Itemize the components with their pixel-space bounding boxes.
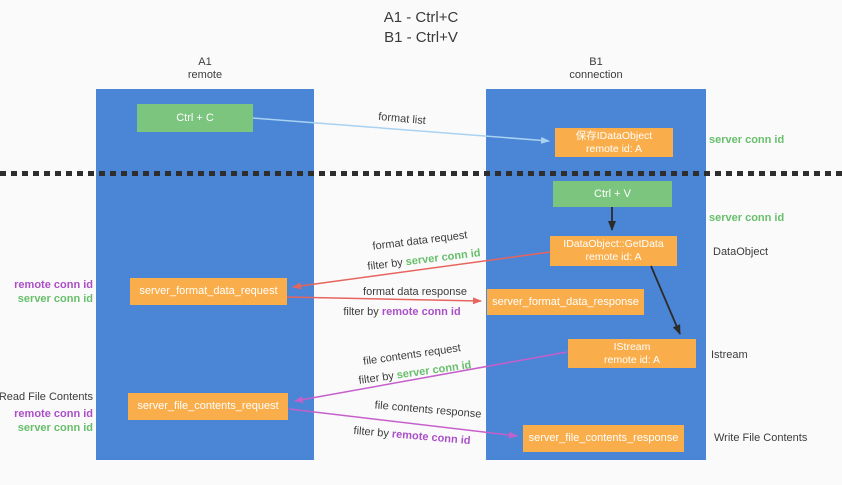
- ctrl-v-label: Ctrl + V: [594, 187, 631, 200]
- lane-header-b1: B1 connection: [486, 56, 706, 82]
- lane-b1-subtitle: connection: [569, 69, 623, 81]
- label-server-conn-id-fmt: server conn id: [17, 293, 93, 305]
- file-response-label: server_file_contents_response: [528, 432, 679, 444]
- label-server-conn-id-file: server conn id: [17, 422, 93, 434]
- label-remote-conn-id-fmt: remote conn id: [14, 279, 93, 291]
- ctrl-c-label: Ctrl + C: [176, 111, 214, 124]
- getdata-line2: remote id: A: [585, 251, 642, 263]
- server-file-contents-response-box: server_file_contents_response: [523, 425, 684, 452]
- istream-line1: IStream: [613, 340, 651, 353]
- diagram-title: A1 - Ctrl+C B1 - Ctrl+V: [0, 8, 842, 48]
- getdata-line1: IDataObject::GetData: [563, 238, 664, 250]
- remote-conn-id-text: remote conn id: [391, 428, 471, 448]
- ctrl-v-box: Ctrl + V: [553, 181, 672, 207]
- idataobject-getdata-box: IDataObject::GetData remote id: A: [550, 236, 677, 266]
- label-write-file-contents: Write File Contents: [714, 432, 808, 444]
- label-server-conn-id-mid: server conn id: [709, 212, 785, 224]
- lane-a1-name: A1: [198, 56, 212, 68]
- lane-header-a1: A1 remote: [96, 56, 314, 82]
- filter-by-text: filter by: [366, 256, 407, 273]
- label-remote-conn-id-file: remote conn id: [14, 408, 93, 420]
- format-conn-id-group: remote conn id server conn id: [14, 278, 93, 306]
- format-request-label: server_format_data_request: [139, 285, 278, 297]
- filter-by-text: filter by: [343, 306, 382, 318]
- ctrl-c-box: Ctrl + C: [137, 104, 253, 132]
- save-idataobject-line1: 保存IDataObject: [575, 129, 653, 142]
- save-idataobject-line2: remote id: A: [585, 142, 643, 155]
- remote-conn-id-text: remote conn id: [381, 306, 461, 318]
- label-dataobject: DataObject: [713, 246, 769, 258]
- title-line-2: B1 - Ctrl+V: [384, 29, 458, 46]
- title-line-1: A1 - Ctrl+C: [383, 9, 459, 26]
- format-response-label: server_format_data_response: [492, 295, 639, 308]
- label-server-conn-id-top: server conn id: [709, 134, 785, 146]
- label-read-file-contents: Read File Contents: [0, 391, 93, 403]
- edge-label-format-data-response: format data response: [363, 286, 467, 298]
- server-conn-id-text: server conn id: [395, 359, 473, 382]
- server-conn-id-text: server conn id: [405, 247, 482, 269]
- filter-by-text: filter by: [353, 424, 393, 441]
- edge-label-format-list: format list: [377, 110, 427, 128]
- istream-line2: remote id: A: [603, 353, 661, 366]
- machine-boundary-dotted-line: [0, 171, 842, 176]
- edge-label-file-contents-response: file contents response: [374, 399, 482, 421]
- server-file-contents-request-box: server_file_contents_request: [128, 393, 288, 420]
- server-format-data-request-box: server_format_data_request: [130, 278, 287, 305]
- save-idataobject-box: 保存IDataObject remote id: A: [555, 128, 673, 157]
- file-request-label: server_file_contents_request: [137, 400, 279, 412]
- filter-by-text: filter by: [357, 369, 398, 387]
- edge-label-filter-remote-1: filter by remote conn id: [343, 306, 460, 318]
- server-format-data-response-box: server_format_data_response: [487, 289, 644, 315]
- lane-a1-subtitle: remote: [187, 69, 223, 81]
- file-conn-id-group: Read File Contents remote conn id server…: [0, 390, 93, 435]
- lane-b1-name: B1: [589, 56, 603, 68]
- label-istream: Istream: [711, 349, 748, 361]
- edge-label-filter-remote-2: filter by remote conn id: [353, 425, 471, 447]
- istream-box: IStream remote id: A: [568, 339, 696, 368]
